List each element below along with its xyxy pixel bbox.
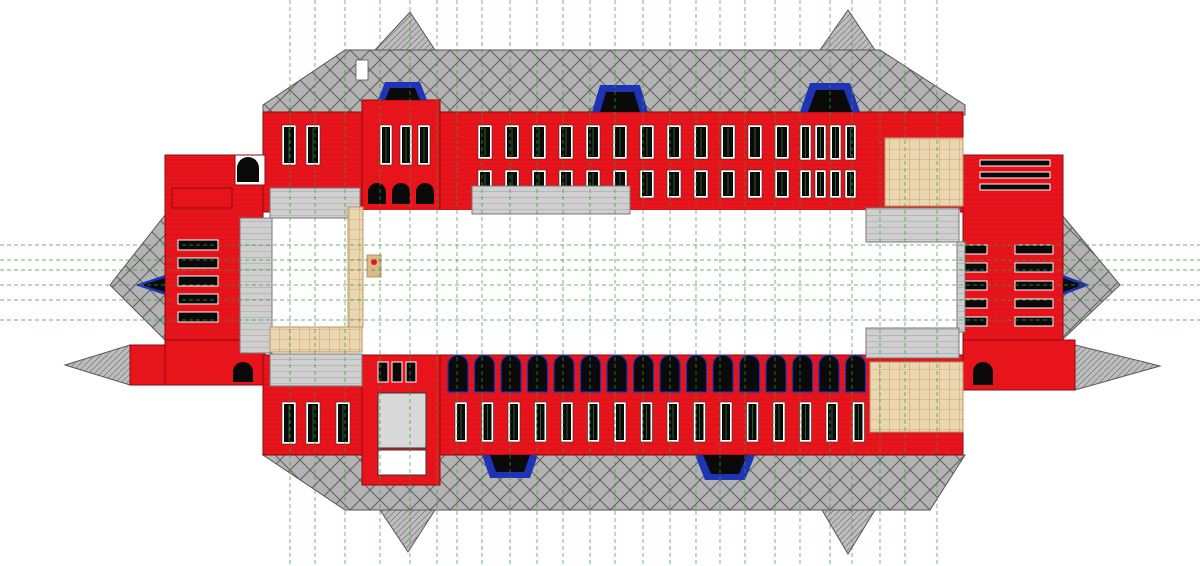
arched-window-icon [685, 354, 708, 393]
top-roof [262, 9, 966, 116]
arched-window-icon [791, 354, 814, 393]
spire-icon [819, 9, 876, 51]
spire-icon [379, 509, 436, 553]
spire-icon [373, 11, 436, 51]
arched-window-icon [553, 354, 575, 393]
right-facade [962, 154, 1090, 391]
window [177, 311, 219, 323]
window [377, 361, 389, 383]
right-roof [1061, 213, 1162, 391]
window [1014, 298, 1054, 309]
dormer-icon [695, 455, 755, 480]
arched-window-icon [765, 354, 787, 393]
window [964, 262, 988, 273]
window [177, 275, 219, 287]
window [391, 361, 403, 383]
arched-window-icon [632, 354, 655, 393]
window [177, 293, 219, 305]
arched-window-icon [526, 354, 549, 393]
spire-icon [63, 344, 131, 386]
dormer-icon [378, 82, 427, 100]
arched-window-icon [738, 354, 761, 393]
arched-window-icon [368, 183, 434, 204]
window [979, 183, 1051, 191]
arched-window-icon [712, 354, 734, 393]
window [1014, 244, 1054, 255]
arched-window-icon [844, 354, 867, 393]
arched-window-icon [447, 354, 469, 393]
window [964, 316, 988, 327]
arched-window-icon [473, 354, 496, 393]
window [964, 244, 988, 255]
window [1014, 280, 1054, 291]
window [979, 171, 1051, 179]
spire-icon [821, 509, 876, 555]
window [1014, 262, 1054, 273]
window [177, 257, 219, 269]
window [964, 280, 988, 291]
window [979, 159, 1051, 167]
window [1014, 316, 1054, 327]
window [405, 361, 417, 383]
arched-window-icon [606, 354, 628, 393]
arched-window-icon [818, 354, 840, 393]
arched-window-icon [579, 354, 602, 393]
dormer-icon [592, 85, 648, 112]
spire-icon [1074, 344, 1162, 391]
dormer-icon [482, 455, 538, 478]
arched-window-icon [500, 354, 522, 393]
